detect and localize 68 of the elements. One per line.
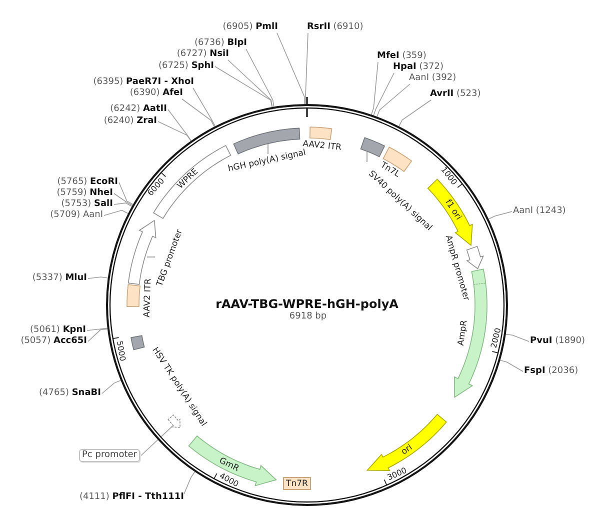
restriction-site-label: (5337) MluI [32, 273, 87, 284]
leader-line [376, 84, 410, 117]
restriction-site-label: MfeI (359) [377, 51, 426, 62]
restriction-site-label: (5765) EcoRI [57, 177, 118, 188]
leader-line [168, 109, 192, 142]
scale-label: 3000 [386, 466, 408, 482]
leader-line [182, 98, 215, 128]
callout-label: Pc promoter [79, 449, 140, 462]
feature-label: AmpR [456, 320, 470, 346]
leader-line [214, 66, 272, 108]
leader-line [114, 193, 133, 206]
restriction-site-label: PvuI (1890) [530, 336, 586, 347]
leader-line [373, 72, 394, 116]
leader-line [505, 334, 530, 342]
feature-label: AAV2 ITR [142, 278, 154, 318]
leader-line [114, 202, 132, 207]
restriction-site-label: (5759) NheI [56, 188, 113, 199]
leader-line [88, 276, 108, 279]
leader-line [398, 100, 432, 127]
leader-line [228, 60, 273, 108]
restriction-site-label: (5753) SalI [61, 199, 113, 210]
leader-line [305, 32, 308, 104]
leader-line [88, 328, 108, 342]
feature-label: f1 ori [443, 198, 464, 222]
restriction-site-label: (6395) PaeR7I - XhoI [93, 77, 194, 88]
sequence-feature [187, 434, 278, 487]
feature-label: ori [399, 442, 414, 458]
leader-line [246, 48, 274, 108]
leader-line [86, 328, 108, 331]
leader-line [276, 32, 306, 104]
restriction-site-label: (5061) KpnI [30, 325, 86, 336]
leader-line [488, 211, 512, 220]
feature-label: hGH poly(A) signal [227, 148, 307, 174]
restriction-site-label: (6905) PmlI [222, 22, 278, 33]
feature-label: GmR [218, 455, 241, 474]
leader-line [158, 121, 192, 142]
scale-label: 4000 [218, 471, 240, 489]
restriction-site-label: (5057) Acc65I [20, 336, 87, 347]
leader-line [104, 210, 128, 216]
restriction-site-label: (6736) BlpI [194, 38, 247, 49]
leader-line [500, 360, 524, 372]
restriction-site-label: (6240) ZraI [104, 116, 157, 127]
restriction-site-label: (6725) SphI [158, 61, 214, 72]
scale-label: 5000 [115, 340, 128, 362]
restriction-site-label: (6242) AatII [110, 104, 167, 115]
restriction-site-label: RsrII (6910) [307, 22, 364, 33]
leader-line [192, 88, 216, 127]
sequence-feature [167, 414, 182, 429]
scale-label: 2000 [488, 326, 502, 349]
restriction-site-label: (4111) PflFI - Tth111I [79, 492, 184, 503]
restriction-site-label: (4765) SnaBI [39, 388, 101, 399]
plasmid-name: rAAV-TBG-WPRE-hGH-polyA [216, 297, 398, 311]
feature-label: Tn7R [286, 478, 308, 488]
leader-line [102, 380, 122, 394]
leader-line [140, 425, 174, 456]
restriction-site-label: AanI (392) [409, 73, 456, 84]
feature-block [283, 477, 311, 490]
restriction-site-label: (5709) AanI [50, 210, 103, 221]
plasmid-size: 6918 bp [289, 312, 327, 322]
leader-line [370, 62, 378, 115]
restriction-site-label: HpaI (372) [393, 62, 444, 73]
restriction-site-label: AanI (1243) [513, 206, 566, 217]
restriction-site-label: AvrII (523) [430, 89, 481, 100]
restriction-site-label: (6727) NsiI [176, 49, 229, 60]
leader-line [118, 182, 134, 205]
leader-line [184, 471, 196, 494]
restriction-site-label: FspI (2036) [524, 366, 578, 377]
restriction-site-label: (6390) AfeI [130, 88, 183, 99]
